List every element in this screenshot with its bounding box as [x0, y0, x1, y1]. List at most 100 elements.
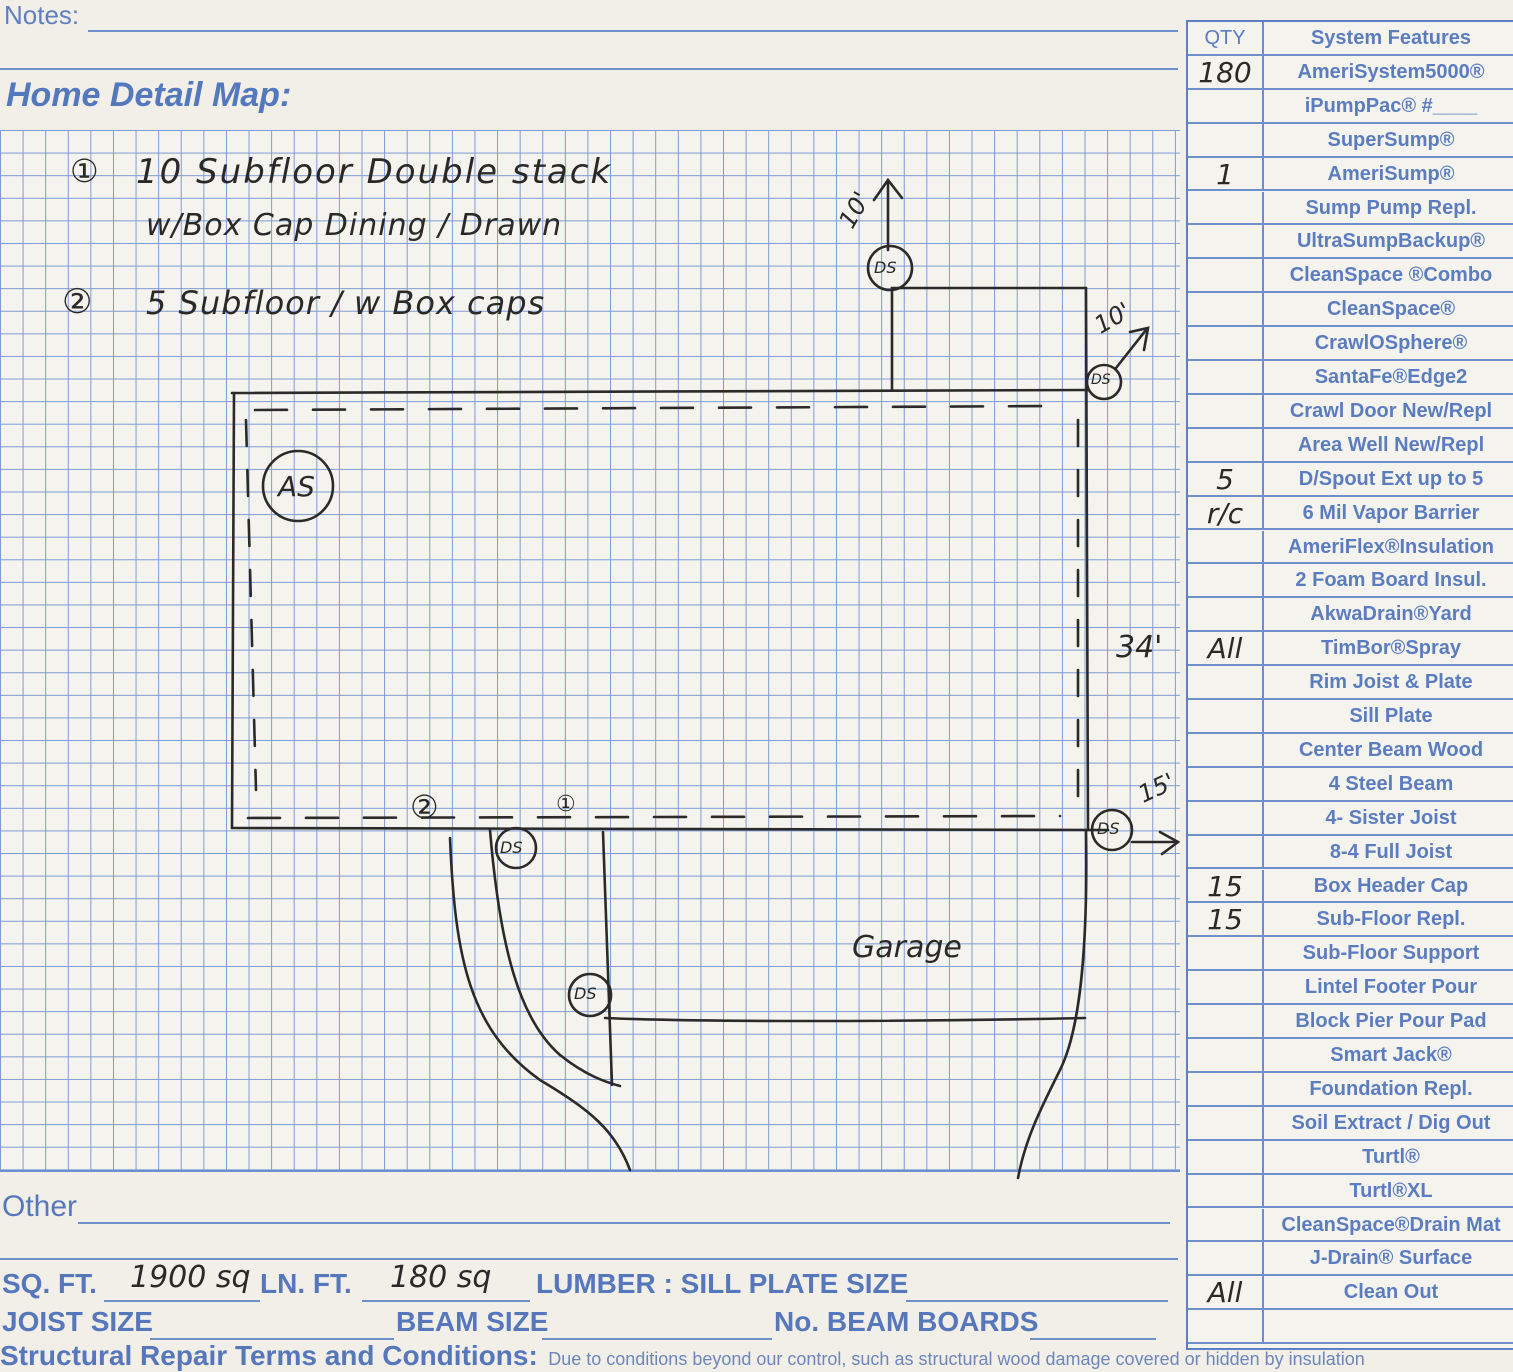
marker-2-label: ②	[410, 788, 439, 826]
qty-cell[interactable]	[1188, 327, 1264, 359]
qty-cell[interactable]	[1188, 801, 1264, 834]
qty-cell[interactable]	[1188, 191, 1264, 224]
ds-circle-right	[1090, 808, 1134, 852]
qty-cell[interactable]: 1	[1188, 157, 1264, 191]
qty-cell[interactable]	[1188, 259, 1264, 292]
qty-cell[interactable]	[1188, 225, 1264, 258]
beam-label: BEAM SIZE	[396, 1306, 549, 1337]
beam-boards-label: No. BEAM BOARDS	[774, 1306, 1039, 1337]
feature-cell	[1266, 1310, 1513, 1342]
other-line-2	[0, 1258, 1178, 1260]
table-row: 1 AmeriSump®	[1188, 157, 1513, 192]
feature-cell: 4- Sister Joist	[1325, 806, 1457, 829]
table-row: SantaFe®Edge2	[1188, 361, 1513, 395]
qty-cell[interactable]	[1188, 361, 1264, 393]
ds-circle-garage	[567, 972, 613, 1018]
arrow-ne-head	[1128, 326, 1150, 352]
feature-cell: AkwaDrain®Yard	[1310, 603, 1472, 626]
qty-cell[interactable]	[1188, 123, 1264, 156]
feature-cell: Block Pier Pour Pad	[1295, 1010, 1487, 1033]
qty-cell[interactable]	[1188, 293, 1264, 326]
ds-label-bottom: DS	[500, 838, 523, 857]
dashed-left	[244, 418, 258, 792]
qty-cell[interactable]: All	[1188, 1276, 1264, 1309]
marker-1-label: ①	[556, 792, 576, 817]
notes-label: Notes:	[4, 0, 80, 30]
ds-label-top: DS	[874, 258, 897, 277]
table-row: UltraSumpBackup®	[1188, 225, 1513, 260]
qty-cell[interactable]	[1188, 394, 1264, 427]
feature-cell: AmeriFlex®Insulation	[1288, 535, 1494, 558]
qty-cell[interactable]	[1188, 428, 1264, 461]
table-row	[1188, 1310, 1513, 1345]
lnft-label: LN. FT.	[260, 1268, 352, 1299]
sqft-line	[104, 1300, 260, 1302]
feature-cell: 4 Steel Beam	[1328, 772, 1454, 795]
feature-cell: Soil Extract / Dig Out	[1291, 1111, 1491, 1134]
beam-boards-line	[1030, 1338, 1156, 1340]
feature-cell: Turtl®	[1362, 1145, 1420, 1168]
feature-cell: Box Header Cap	[1313, 874, 1469, 897]
dashed-top	[253, 404, 1062, 412]
lumber-label: LUMBER : SILL PLATE SIZE	[536, 1268, 909, 1299]
terms-title: Structural Repair Terms and Conditions:	[0, 1340, 538, 1371]
qty-cell[interactable]	[1188, 1174, 1264, 1207]
table-row: Sump Pump Repl.	[1188, 191, 1513, 226]
arrow-up-head	[872, 177, 904, 202]
qty-cell[interactable]	[1188, 530, 1264, 563]
qty-cell[interactable]: 5	[1188, 462, 1264, 496]
qty-cell[interactable]	[1188, 1242, 1264, 1275]
feature-cell: Crawl Door New/Repl	[1289, 399, 1493, 422]
feature-cell: Turtl®XL	[1349, 1179, 1433, 1202]
other-label: Other	[2, 1190, 78, 1223]
qty-cell[interactable]: 15	[1188, 869, 1264, 902]
qty-cell[interactable]: All	[1188, 632, 1264, 665]
table-row: AkwaDrain®Yard	[1188, 598, 1513, 633]
qty-cell[interactable]	[1188, 89, 1264, 122]
qty-cell[interactable]	[1188, 767, 1264, 800]
qty-cell[interactable]	[1188, 835, 1264, 868]
house-outline-left	[230, 391, 236, 830]
feature-cell: AmeriSump®	[1327, 162, 1455, 185]
qty-cell[interactable]	[1188, 1208, 1264, 1241]
table-row: Sill Plate	[1188, 700, 1513, 734]
qty-cell[interactable]	[1188, 1140, 1264, 1173]
notes-line	[88, 30, 1178, 32]
qty-cell[interactable]	[1188, 666, 1264, 698]
sqft-value[interactable]: 1900 sq	[130, 1260, 251, 1295]
table-row: Center Beam Wood	[1188, 733, 1513, 768]
feature-cell: CleanSpace®	[1326, 298, 1456, 321]
house-outline-bottom	[230, 826, 1110, 832]
qty-cell[interactable]	[1188, 700, 1264, 732]
features-header: System Features	[1310, 27, 1472, 49]
feature-cell: Sump Pump Repl.	[1305, 196, 1477, 219]
qty-cell[interactable]	[1188, 598, 1264, 631]
house-outline-right	[1084, 286, 1090, 832]
garage-label: Garage	[852, 930, 962, 965]
qty-cell[interactable]	[1188, 1039, 1264, 1071]
qty-cell[interactable]: 15	[1188, 903, 1264, 936]
qty-cell[interactable]: 180	[1188, 55, 1264, 89]
feature-cell: Center Beam Wood	[1298, 738, 1484, 761]
qty-cell[interactable]	[1188, 1005, 1264, 1037]
qty-cell[interactable]	[1188, 564, 1264, 597]
qty-cell[interactable]: r/c	[1188, 496, 1264, 530]
table-row: CleanSpace®Drain Mat	[1188, 1208, 1513, 1243]
qty-cell[interactable]	[1188, 1310, 1264, 1343]
qty-header: QTY	[1188, 22, 1264, 54]
table-row: Crawl Door New/Repl	[1188, 394, 1513, 429]
lnft-value[interactable]: 180 sq	[390, 1260, 492, 1295]
ds-circle-bottom	[494, 826, 538, 870]
table-row: Block Pier Pour Pad	[1188, 1005, 1513, 1039]
table-row: AmeriFlex®Insulation	[1188, 530, 1513, 565]
qty-cell[interactable]	[1188, 1106, 1264, 1139]
qty-cell[interactable]	[1188, 1072, 1264, 1105]
feature-cell: Smart Jack®	[1330, 1044, 1452, 1066]
qty-cell[interactable]	[1188, 937, 1264, 970]
qty-cell[interactable]	[1188, 733, 1264, 766]
qty-cell[interactable]	[1188, 971, 1264, 1004]
